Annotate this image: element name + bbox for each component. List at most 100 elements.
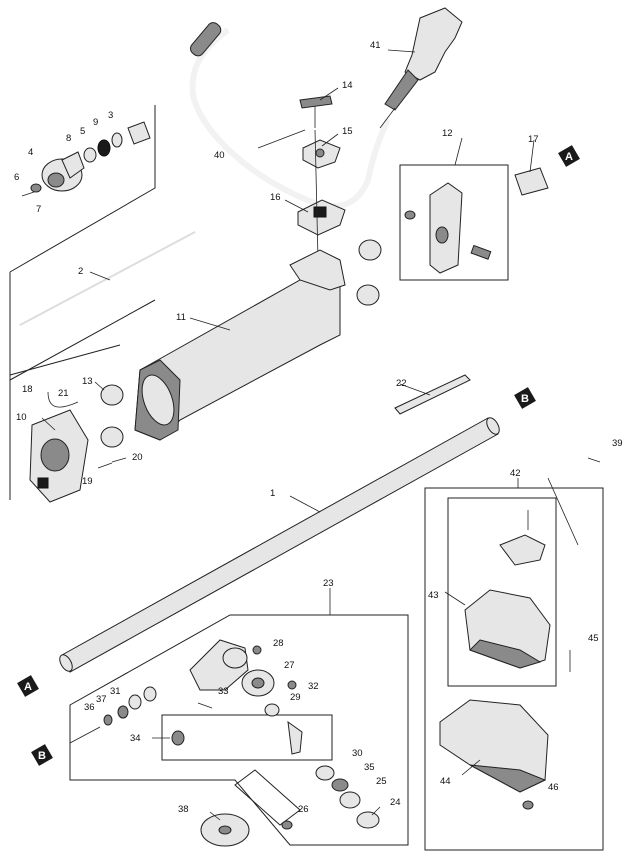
callout-11: 11 [176,312,186,323]
callout-24: 24 [390,797,401,808]
callout-43: 43 [428,590,439,601]
guard-inner-frame [447,497,557,687]
guard-outer-frame [424,487,604,851]
holder-25 [339,791,361,809]
bolt-14 [299,95,333,128]
main-tube-1 [59,417,500,673]
callout-13: 13 [82,376,93,387]
callout-27: 27 [284,660,295,671]
sleeve-3 [127,121,151,145]
gear-inner-frame [161,714,333,761]
nut-46 [522,800,534,810]
callout-37: 37 [96,694,107,705]
callout-45: 45 [588,633,599,644]
washer-24 [356,811,380,829]
nut-26 [281,820,293,830]
ref-b-bottom-label: B [38,750,46,762]
damper-13b [100,426,124,448]
ring-8 [83,147,97,163]
callout-4: 4 [28,147,33,158]
callout-42: 42 [510,468,521,479]
nut-28 [252,645,262,655]
clutch-drum-4 [41,151,85,192]
bolt-20 [111,457,127,463]
callout-39: 39 [612,438,623,449]
bearing-31 [128,694,142,710]
callout-9: 9 [93,117,98,128]
washer-30 [315,765,335,781]
callout-7: 7 [36,204,41,215]
bearing-31b [143,686,157,702]
shaft-34 [171,720,303,755]
ring-35 [331,778,349,792]
blade-set-frame [234,769,301,826]
bolt-39 [587,457,601,463]
callout-22: 22 [396,378,407,389]
clamp-15 [302,139,341,169]
ref-b-bottom [31,744,53,766]
ref-a-bottom [17,675,39,697]
callout-labels: 1 2 3 4 5 6 7 8 9 10 11 12 13 14 15 16 1… [14,40,623,815]
callout-33: 33 [218,686,229,697]
ref-b-top-label: B [521,393,529,405]
bolt-33 [197,702,213,709]
guard-bracket [499,510,546,566]
callout-35: 35 [364,762,375,773]
callout-21: 21 [58,388,69,399]
guard-43 [464,589,551,669]
clutch-group-frame [9,105,156,381]
callout-44: 44 [440,776,451,787]
callout-29: 29 [290,692,301,703]
callout-25: 25 [376,776,387,787]
callout-16: 16 [270,192,281,203]
drive-shaft-2 [19,231,196,326]
callout-18: 18 [22,384,33,395]
flange-10 [29,409,89,503]
ring-37 [117,705,129,719]
ref-a-top [558,145,580,167]
ref-b-top [514,387,536,409]
callout-19: 19 [82,476,93,487]
ring-36 [103,714,113,726]
gear-head [189,639,249,691]
bracket-12 [404,182,492,274]
wire-18 [47,391,79,408]
callout-17: 17 [528,134,539,145]
guard-44 [439,699,549,793]
ref-a-top-label: A [565,151,573,163]
bolt-19 [97,462,113,469]
callout-23: 23 [323,578,334,589]
callout-3: 3 [108,110,113,121]
callout-28: 28 [273,638,284,649]
callout-46: 46 [548,782,559,793]
callout-2: 2 [78,266,83,277]
callout-12: 12 [442,128,453,139]
callout-30: 30 [352,748,363,759]
washer-6 [30,183,42,193]
washer-9 [111,132,123,148]
damper-13 [100,384,124,406]
callout-15: 15 [342,126,353,137]
bolt-7 [21,191,35,197]
callout-5: 5 [80,126,85,137]
engine-side-frame [9,344,121,500]
callout-31: 31 [110,686,121,697]
callout-32: 32 [308,681,319,692]
callout-38: 38 [178,804,189,815]
ref-a-bottom-label: A [24,681,32,693]
callout-6: 6 [14,172,19,183]
callout-8: 8 [66,133,71,144]
callout-36: 36 [84,702,95,713]
callout-10: 10 [16,412,27,423]
handle-bar [189,22,391,210]
gear-group-frame [69,614,409,846]
bracket-box-12 [399,164,509,281]
plate-22 [394,374,471,415]
leader-lines [41,49,579,821]
cap-32 [287,680,297,690]
callout-1: 1 [270,488,275,499]
callout-34: 34 [130,733,141,744]
clamp-16 [297,199,346,236]
bearing-5 [97,139,111,157]
